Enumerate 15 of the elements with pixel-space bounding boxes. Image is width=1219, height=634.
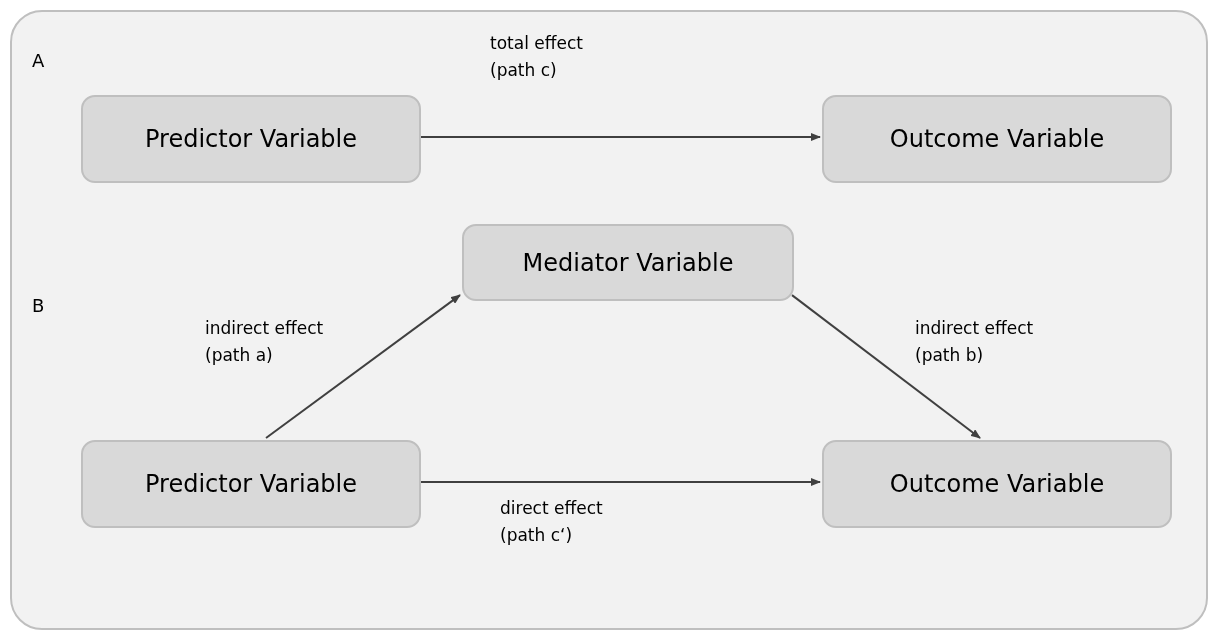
variable-name: Predictor Variable	[145, 125, 357, 153]
panel-letter: B	[32, 295, 45, 316]
variable-name: Predictor Variable	[145, 470, 357, 498]
variable-box	[462, 224, 794, 301]
variable-name: Outcome Variable	[889, 125, 1105, 153]
variable-box	[81, 440, 421, 528]
arrow	[791, 294, 981, 439]
variable-box	[822, 95, 1172, 183]
panel-letter: A	[32, 50, 45, 71]
arrow	[265, 294, 461, 439]
variable-name: Mediator Variable	[522, 248, 734, 277]
variable-box	[822, 440, 1172, 528]
variable-box	[81, 95, 421, 183]
variable-name: Outcome Variable	[889, 470, 1105, 498]
panel-background	[10, 10, 1208, 630]
